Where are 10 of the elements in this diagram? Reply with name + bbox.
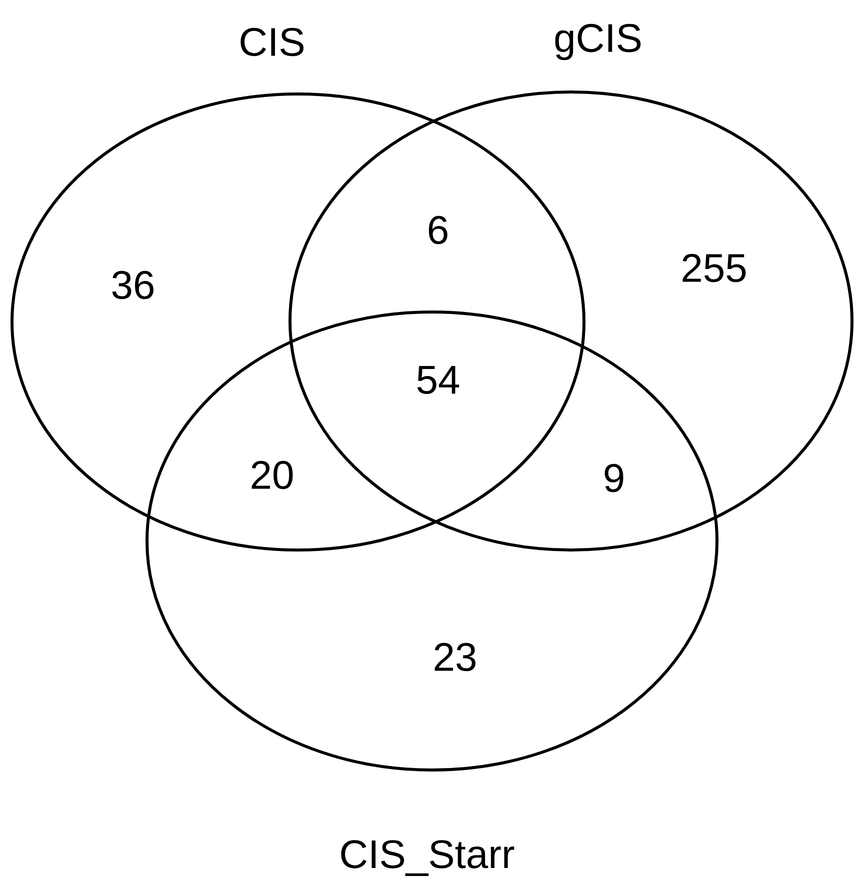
count-label: 23 <box>434 642 476 672</box>
count-label: 54 <box>417 366 460 394</box>
count-label: 36 <box>112 270 154 300</box>
set-label: CIS <box>240 28 304 56</box>
set-label: gCIS <box>555 24 641 60</box>
count-label: 20 <box>252 460 293 490</box>
count-label: 255 <box>682 254 746 282</box>
count-label: 9 <box>604 464 624 492</box>
count-label: 6 <box>428 216 448 244</box>
set-label: CIS_Starr <box>341 840 514 876</box>
